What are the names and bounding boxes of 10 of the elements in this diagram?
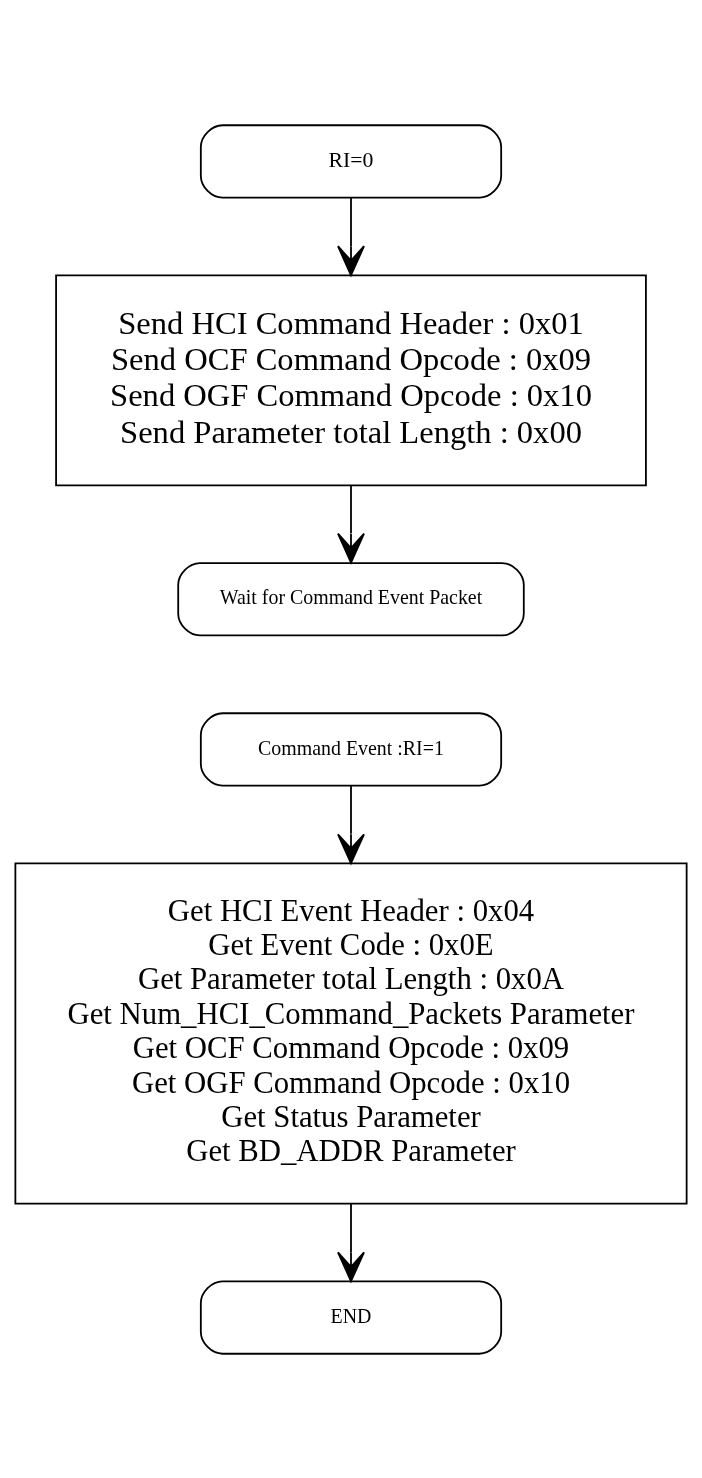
arrow xyxy=(337,484,365,564)
node-box: Get HCI Event Header : 0x04 Get Event Code : 0x0E Get Parameter total Length : 0x0A Get Num_HCI_Command_Packets Parameter Get OCF Command Opcode : 0x09 Get OGF Command Opcode : 0x10 Get Status Parameter Get BD_ADDR Parameter xyxy=(14,862,688,1204)
node-box: END xyxy=(199,1280,503,1355)
arrow xyxy=(337,784,365,864)
node-box: Send HCI Command Header : 0x01 Send OCF Command Opcode : 0x09 Send OGF Command Opcode : 0x10 Send Parameter total Length : 0x00 xyxy=(55,274,647,486)
arrow xyxy=(337,196,365,276)
node-box: Command Event :RI=1 xyxy=(199,711,503,787)
arrow xyxy=(337,1202,365,1282)
node-box: Wait for Command Event Packet xyxy=(177,561,525,636)
node-box: RI=0 xyxy=(199,123,503,198)
